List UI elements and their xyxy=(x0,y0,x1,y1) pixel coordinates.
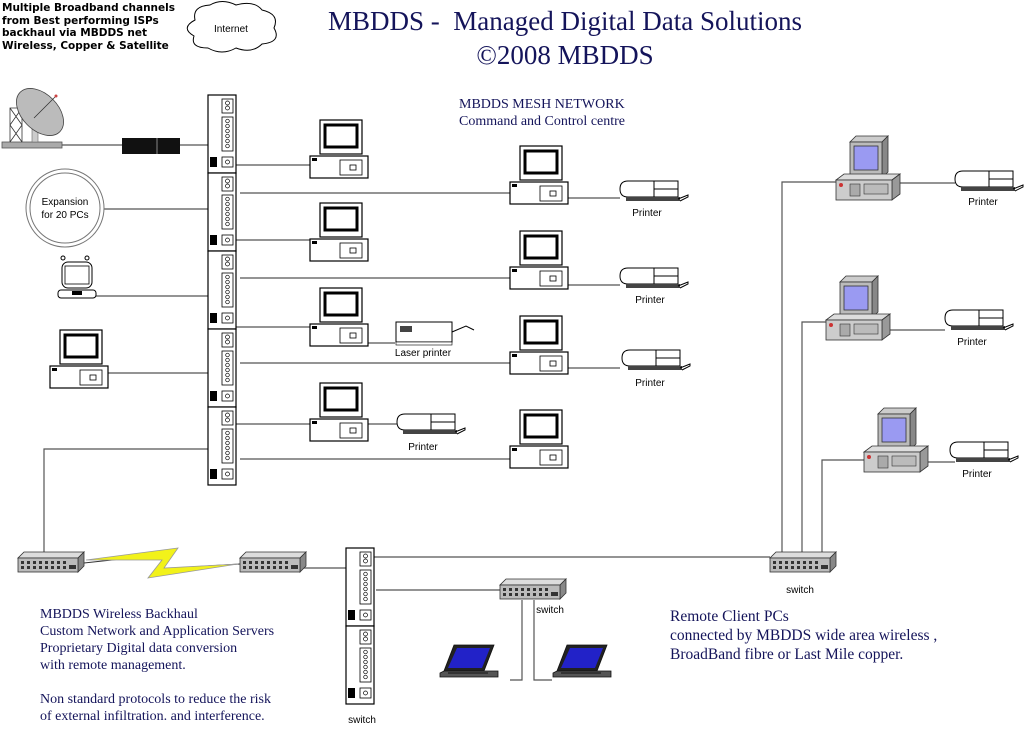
printer-icon xyxy=(619,267,689,289)
remote-pc-icon xyxy=(835,135,901,201)
printer-label: Printer xyxy=(968,197,998,208)
rack-switch-icon xyxy=(207,94,237,486)
connection-lines xyxy=(43,144,955,681)
satellite-dish-icon xyxy=(1,88,64,149)
rack-switch-icon xyxy=(345,547,375,705)
isp-note: Multiple Broadband channels from Best pe… xyxy=(2,2,175,52)
backhaul-line: Custom Network and Application Servers xyxy=(40,624,275,639)
printer-label: Printer xyxy=(408,442,438,453)
isp-note-line: Multiple Broadband channels xyxy=(2,2,175,14)
mesh-subtitle: Command and Control centre xyxy=(459,114,626,129)
backhaul-line: Non standard protocols to reduce the ris… xyxy=(40,692,271,707)
backhaul-line: Proprietary Digital data conversion xyxy=(40,641,238,656)
printer-icon xyxy=(396,413,466,435)
video-terminal-icon xyxy=(57,255,97,299)
backhaul-description: MBDDS Wireless Backhaul Custom Network a… xyxy=(40,606,274,725)
remote-clients-description: Remote Client PCs connected by MBDDS wid… xyxy=(670,607,937,664)
backhaul-line: of external infiltration. and interferen… xyxy=(40,709,265,724)
copyright: ©2008 MBDDS xyxy=(476,40,654,70)
printer-icon xyxy=(944,309,1014,331)
laser-printer-label: Laser printer xyxy=(395,348,452,359)
printer-label: Printer xyxy=(635,295,665,306)
mesh-pc-icon xyxy=(308,286,370,348)
backhaul-line xyxy=(40,674,274,691)
remote-line: connected by MBDDS wide area wireless , xyxy=(670,627,938,644)
printer-label: Printer xyxy=(632,208,662,219)
expansion-label: for 20 PCs xyxy=(41,210,88,221)
mesh-pc-icon xyxy=(308,201,370,263)
switch-label: switch xyxy=(536,605,564,616)
mesh-title: MBDDS MESH NETWORK xyxy=(459,97,625,112)
backhaul-line: with remote management. xyxy=(40,658,186,673)
expansion-label: Expansion xyxy=(42,197,89,208)
laptop-icon xyxy=(439,644,499,678)
printer-icon xyxy=(621,349,691,371)
switch-label: switch xyxy=(348,715,376,726)
mesh-pc-icon xyxy=(508,229,570,291)
mesh-pc-icon xyxy=(308,118,370,180)
printer-icon xyxy=(619,180,689,202)
backhaul-line: MBDDS Wireless Backhaul xyxy=(40,607,198,622)
workstation-pc-icon xyxy=(48,328,110,390)
mesh-pc-icon xyxy=(308,381,370,443)
remote-pc-icon xyxy=(863,407,929,473)
isp-note-line: Wireless, Copper & Satellite xyxy=(2,39,169,52)
switch-icon xyxy=(769,551,837,573)
laptop-icon xyxy=(552,644,612,678)
isp-note-line: backhaul via MBDDS net xyxy=(2,27,148,39)
laser-printer-icon xyxy=(395,321,475,346)
remote-line: BroadBand fibre or Last Mile copper. xyxy=(670,646,904,663)
backhaul-node-icon xyxy=(239,551,307,573)
wireless-link-icon xyxy=(83,547,241,579)
printer-label: Printer xyxy=(957,337,987,348)
expansion-circle-icon xyxy=(25,168,105,248)
printer-icon xyxy=(954,170,1024,192)
backhaul-node-icon xyxy=(17,551,85,573)
page-title: MBDDS - Managed Digital Data Solutions xyxy=(328,6,802,36)
mesh-pc-icon xyxy=(508,408,570,470)
switch-label: switch xyxy=(786,585,814,596)
isp-note-line: from Best performing ISPs xyxy=(2,14,159,27)
internet-cloud-icon xyxy=(186,1,277,53)
remote-pc-icon xyxy=(825,275,891,341)
printer-label: Printer xyxy=(962,469,992,480)
printer-label: Printer xyxy=(635,378,665,389)
internet-label: Internet xyxy=(214,24,248,35)
mesh-network-caption: MBDDS MESH NETWORK Command and Control c… xyxy=(459,96,625,130)
printer-icon xyxy=(949,441,1019,463)
mesh-pc-icon xyxy=(508,314,570,376)
switch-icon xyxy=(499,578,567,600)
remote-line: Remote Client PCs xyxy=(670,608,789,625)
mesh-pc-icon xyxy=(508,144,570,206)
modem-icon xyxy=(122,138,180,154)
